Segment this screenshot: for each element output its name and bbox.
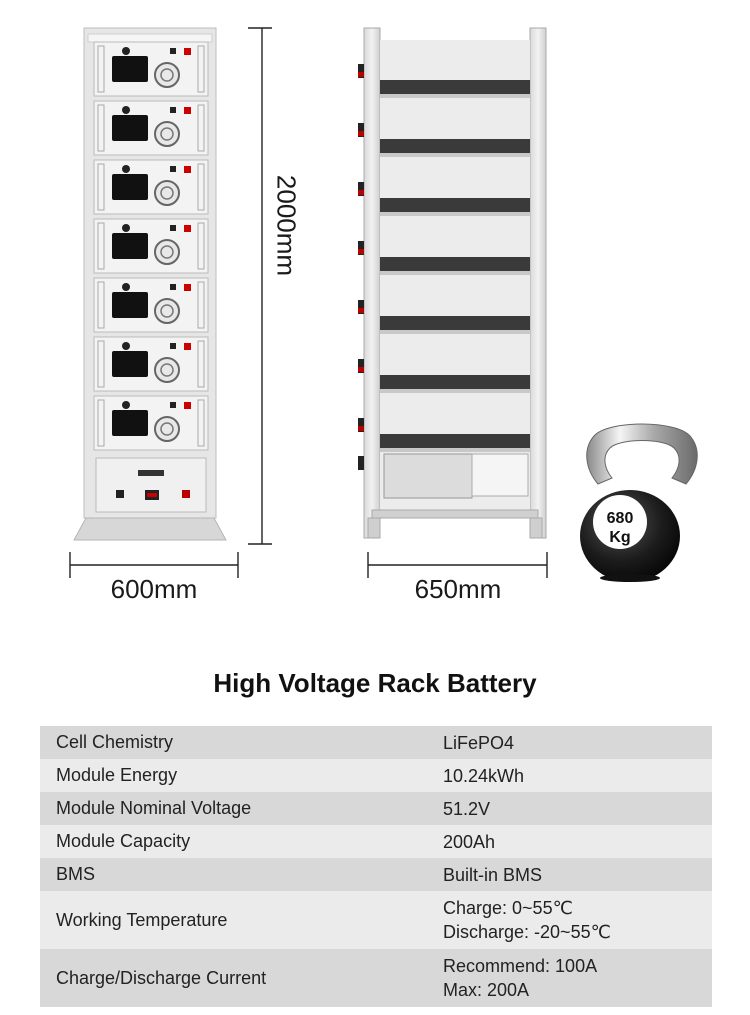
width-dimension-line [69, 552, 239, 578]
spec-value: 200Ah [427, 830, 712, 854]
kettlebell-icon [580, 423, 698, 582]
page-title: High Voltage Rack Battery [213, 668, 537, 698]
battery-rack-front [73, 27, 227, 541]
spec-value-line: 200Ah [443, 831, 496, 852]
spec-value-line: Max: 200A [443, 980, 530, 1000]
spec-value: 10.24kWh [427, 764, 712, 788]
spec-row: Cell Chemistry LiFePO4 [40, 726, 712, 759]
spec-row: Module Capacity 200Ah [40, 825, 712, 858]
spec-value-line: LiFePO4 [443, 732, 515, 753]
spec-row: Charge/Discharge Current Recommend: 100A M… [40, 949, 712, 1007]
spec-value-line: Built-in BMS [443, 864, 543, 885]
depth-dimension-line [367, 552, 548, 578]
spec-value-line: Discharge: -20~55℃ [443, 922, 611, 942]
spec-label: Module Energy [56, 765, 178, 785]
height-dimension-line [248, 27, 272, 545]
kettlebell-unit: Kg [609, 529, 631, 546]
depth-dimension-label: 650mm [414, 574, 502, 604]
spec-value-line: Recommend: 100A [443, 956, 598, 976]
spec-value: Charge: 0~55℃ Discharge: -20~55℃ [427, 896, 712, 944]
spec-row: Working Temperature Charge: 0~55℃ Discharg… [40, 891, 712, 949]
spec-label: BMS [56, 864, 96, 884]
product-illustration [69, 27, 698, 582]
battery-rack-side [358, 27, 547, 539]
width-dimension-label: 600mm [110, 574, 198, 604]
spec-label: Working Temperature [56, 909, 228, 930]
spec-value-line: 51.2V [443, 798, 491, 819]
spec-value: LiFePO4 [427, 731, 712, 755]
kettlebell-weight: 680 [606, 510, 634, 527]
spec-value: 51.2V [427, 797, 712, 821]
spec-label: Module Nominal Voltage [56, 798, 252, 818]
spec-row: Module Energy 10.24kWh [40, 759, 712, 792]
spec-value-line: Charge: 0~55℃ [443, 898, 573, 918]
spec-value: Built-in BMS [427, 863, 712, 887]
spec-label: Cell Chemistry [56, 732, 174, 752]
spec-label: Module Capacity [56, 831, 191, 851]
spec-value-line: 10.24kWh [443, 765, 525, 786]
spec-label: Charge/Discharge Current [56, 968, 267, 988]
height-dimension-label: 2000mm [271, 174, 302, 277]
spec-value: Recommend: 100A Max: 200A [427, 954, 712, 1002]
spec-row: Module Nominal Voltage 51.2V [40, 792, 712, 825]
spec-row: BMS Built-in BMS [40, 858, 712, 891]
